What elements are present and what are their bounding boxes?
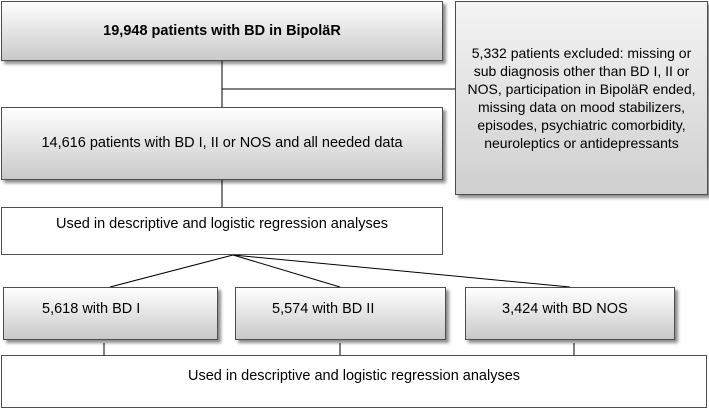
bd-nos-box: 3,424 with BD NOS xyxy=(465,287,675,340)
bd2-box: 5,574 with BD II xyxy=(235,287,446,340)
analysis-box-top: Used in descriptive and logistic regress… xyxy=(1,207,443,255)
total-patients-label: 19,948 patients with BD in BipoläR xyxy=(103,22,341,39)
included-patients-box: 14,616 patients with BD I, II or NOS and… xyxy=(1,107,443,180)
analysis-top-label: Used in descriptive and logistic regress… xyxy=(55,216,389,232)
excluded-patients-box: 5,332 patients excluded: missing or sub … xyxy=(455,1,708,195)
analysis-bottom-label: Used in descriptive and logistic regress… xyxy=(187,368,521,384)
connector-analysis-to-nos xyxy=(232,254,571,288)
bd-nos-label: 3,424 with BD NOS xyxy=(502,301,628,317)
bd2-label: 5,574 with BD II xyxy=(272,301,375,317)
total-patients-box: 19,948 patients with BD in BipoläR xyxy=(1,1,443,61)
analysis-box-bottom: Used in descriptive and logistic regress… xyxy=(1,355,707,408)
included-patients-label: 14,616 patients with BD I, II or NOS and… xyxy=(41,135,403,151)
excluded-patients-label: 5,332 patients excluded: missing or sub … xyxy=(467,45,696,151)
connector-analysis-to-bd1 xyxy=(109,254,234,288)
connector-analysis-to-bd2 xyxy=(232,254,341,288)
bd1-box: 5,618 with BD I xyxy=(3,287,218,340)
bd1-label: 5,618 with BD I xyxy=(42,301,141,317)
